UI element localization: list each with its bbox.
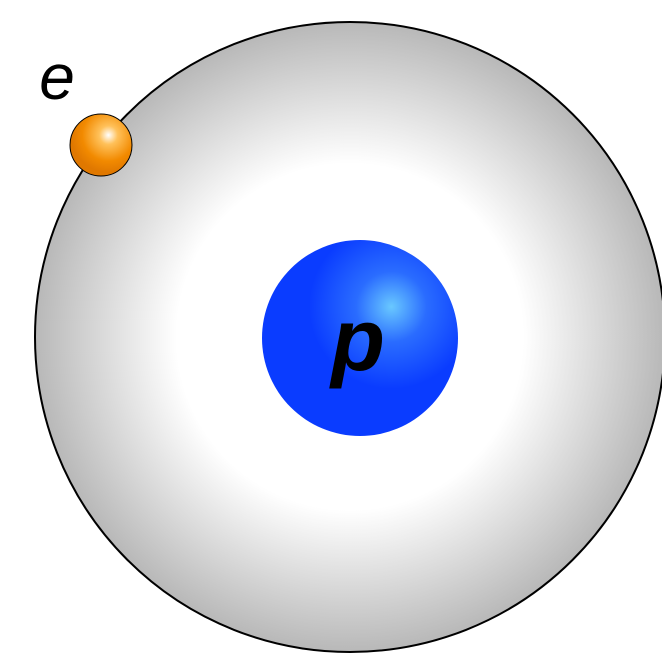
- electron-label: e: [39, 41, 75, 113]
- proton-label: p: [329, 290, 385, 389]
- electron-sphere: [69, 113, 133, 177]
- proton-sphere: [262, 240, 458, 436]
